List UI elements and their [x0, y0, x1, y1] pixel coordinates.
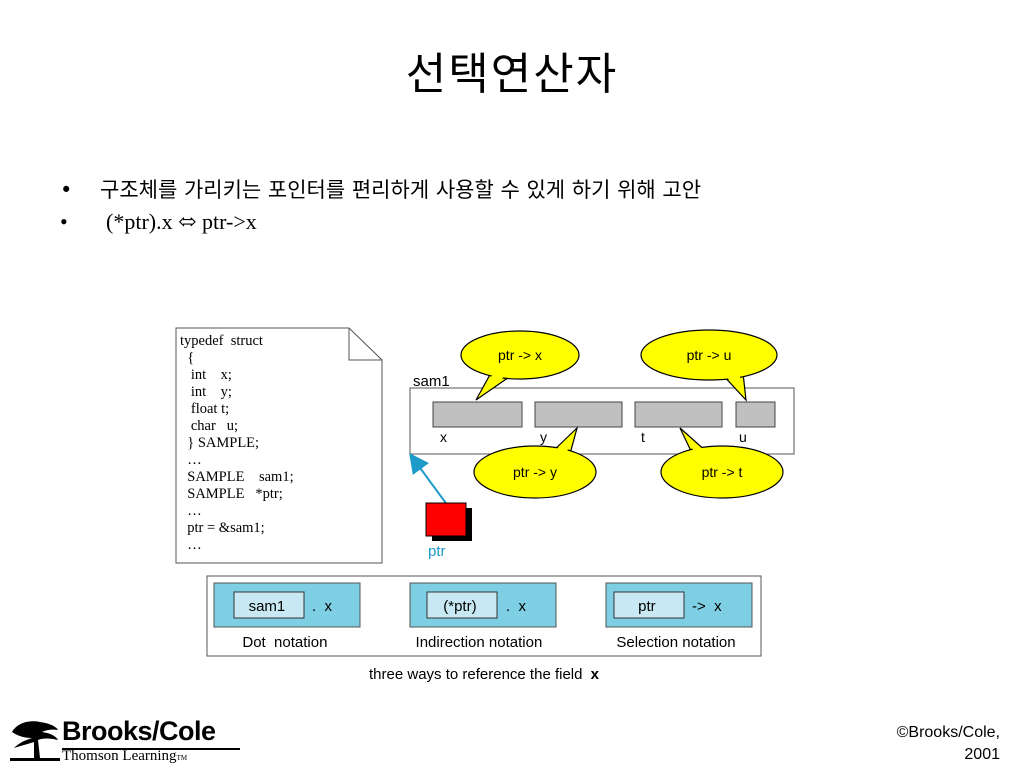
code-document: typedef struct { int x; int y; float t; …: [175, 327, 383, 564]
callout-ptr-u: ptr -> u: [640, 329, 778, 402]
bullet-item: • (*ptr).x ⬄ ptr->x: [60, 210, 940, 234]
svg-text:x y t u: x y t u: [440, 429, 747, 445]
struct-sam1: sam1 x y t u: [409, 373, 795, 455]
svg-text:Dot notation Indirectio: Dot notation Indirection notation Select…: [242, 634, 735, 651]
field-box-t: [634, 401, 723, 428]
code-line: } SAMPLE;: [180, 435, 259, 451]
bullet-marker: •: [60, 178, 73, 202]
field-label: t: [641, 429, 645, 445]
svg-text:typedef struct {: typedef struct { int x; int y; float t; …: [180, 333, 297, 553]
notation-op: . x: [506, 598, 527, 615]
code-line: typedef struct: [180, 333, 263, 349]
slide-title: 선택연산자: [405, 49, 619, 100]
notation-op: -> x: [692, 598, 722, 615]
tree-icon: [10, 721, 60, 761]
notation-box-text: (*ptr): [443, 598, 476, 615]
diagram-caption: three ways to reference the field x: [369, 666, 600, 683]
pointer-ptr: ptr: [409, 452, 472, 560]
code-line: int y;: [180, 384, 232, 400]
code-line: ptr = &sam1;: [180, 520, 265, 536]
logo-main-text: Brooks/Cole: [62, 716, 216, 746]
code-line: int x;: [180, 367, 232, 383]
publisher-logo: Brooks/Cole Thomson LearningTM: [10, 714, 250, 764]
logo-trademark: TM: [176, 754, 188, 762]
notation-box-text: ptr: [638, 598, 656, 615]
code-line: …: [180, 503, 202, 519]
code-line: {: [180, 350, 194, 366]
logo-divider: [62, 748, 240, 750]
notation-op: . x: [312, 598, 333, 615]
logo-sub-text: Thomson LearningTM: [62, 748, 188, 764]
callout-text: ptr -> u: [687, 347, 732, 363]
code-line: char u;: [180, 418, 238, 434]
struct-label: sam1: [413, 373, 450, 390]
notation-label: Selection notation: [616, 634, 735, 651]
code-line: SAMPLE *ptr;: [180, 486, 283, 502]
callout-ptr-x: ptr -> x: [460, 330, 580, 401]
bullet-marker: •: [60, 209, 68, 234]
copyright: ©Brooks/Cole, 2001: [897, 722, 1000, 766]
callout-ptr-y: ptr -> y: [473, 426, 597, 499]
copyright-line: 2001: [964, 746, 1000, 763]
code-line: float t;: [180, 401, 229, 417]
copyright-line: ©Brooks/Cole,: [896, 724, 1000, 741]
notation-box-text: sam1: [249, 598, 286, 615]
bullet-list: • 구조체를 가리키는 포인터를 편리하게 사용할 수 있게 하기 위해 고안 …: [60, 178, 940, 240]
caption-text: three ways to reference the field: [369, 666, 582, 683]
field-box-x: [432, 401, 523, 428]
notation-panel: sam1 . x (*ptr) . x ptr -> x Dot notatio…: [206, 575, 762, 657]
field-label: u: [739, 429, 747, 445]
bullet-item: • 구조체를 가리키는 포인터를 편리하게 사용할 수 있게 하기 위해 고안: [60, 178, 940, 202]
caption-field: x: [591, 666, 600, 683]
bullet-text: (*ptr).x ⬄ ptr->x: [106, 209, 257, 234]
pointer-label: ptr: [428, 543, 446, 560]
code-line: SAMPLE sam1;: [180, 469, 294, 485]
callout-text: ptr -> x: [498, 347, 542, 363]
notation-label: Dot notation: [242, 634, 327, 651]
callout-text: ptr -> y: [513, 464, 557, 480]
notation-label: Indirection notation: [416, 634, 543, 651]
svg-text:sam1 . x (*ptr): sam1 . x (*ptr) . x ptr -> x: [249, 598, 723, 615]
field-box-u: [735, 401, 776, 428]
field-label: x: [440, 429, 447, 445]
code-line: …: [180, 537, 202, 553]
callout-text: ptr -> t: [702, 464, 743, 480]
field-box-y: [534, 401, 623, 428]
bullet-text: 구조체를 가리키는 포인터를 편리하게 사용할 수 있게 하기 위해 고안: [100, 178, 702, 202]
code-line: …: [180, 452, 202, 468]
field-label: y: [540, 429, 547, 445]
callout-ptr-t: ptr -> t: [660, 427, 784, 499]
